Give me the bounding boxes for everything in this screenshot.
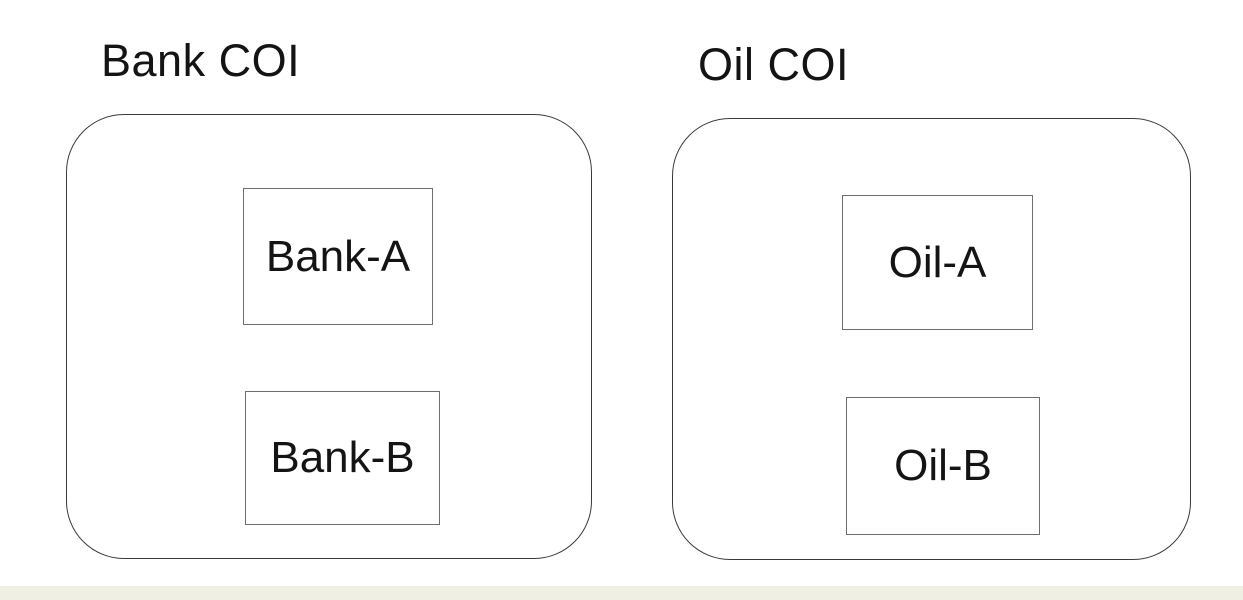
footer-strip <box>0 586 1243 600</box>
node-label-oil-b: Oil-B <box>894 441 992 490</box>
node-oil-a: Oil-A <box>842 195 1033 330</box>
node-label-bank-a: Bank-A <box>265 231 411 281</box>
node-label-bank-b: Bank-B <box>270 433 415 482</box>
node-label-oil-a: Oil-A <box>888 237 987 287</box>
group-title-bank-coi: Bank COI <box>101 35 301 86</box>
group-title-oil-coi: Oil COI <box>698 39 850 90</box>
node-oil-b: Oil-B <box>846 397 1040 535</box>
node-bank-b: Bank-B <box>245 391 440 525</box>
node-bank-a: Bank-A <box>243 188 433 325</box>
